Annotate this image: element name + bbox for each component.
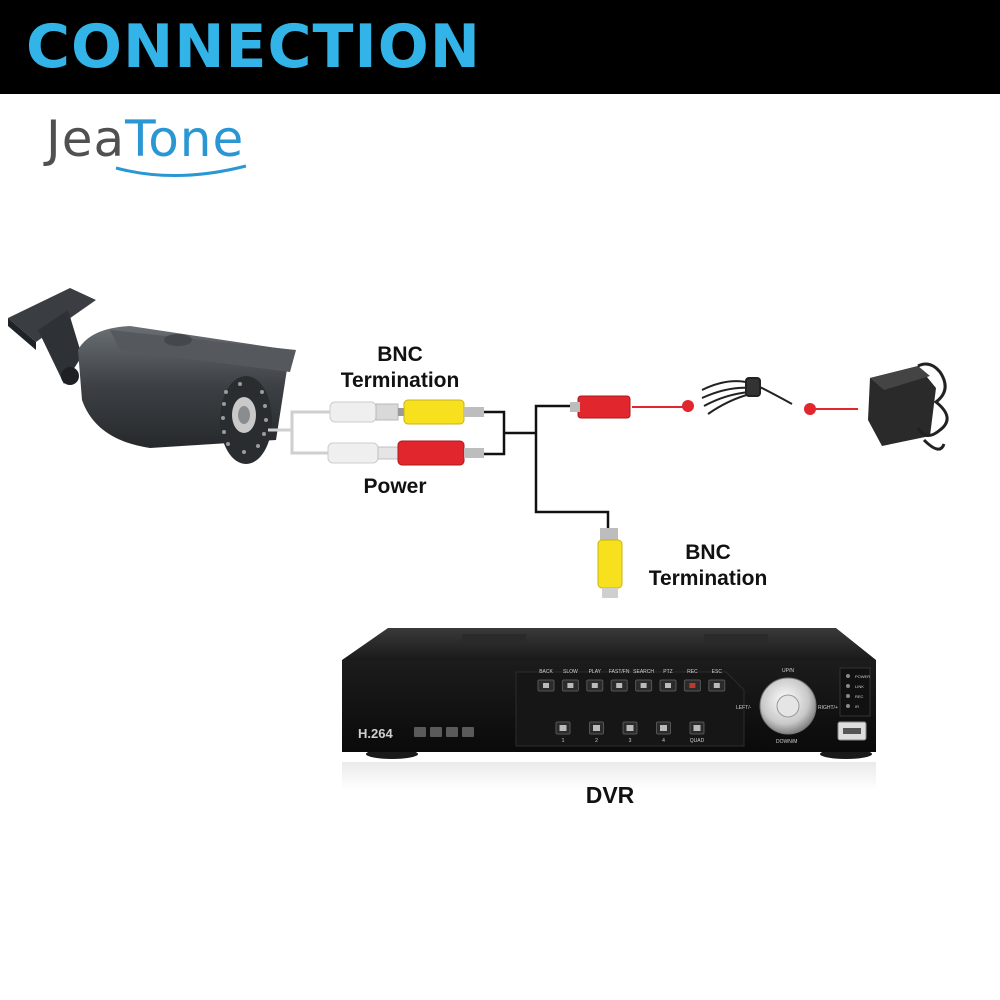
label-power: Power [363, 475, 427, 498]
dvr-button-label: REC [687, 669, 698, 675]
dvr-channel-glyph-icon [693, 725, 701, 731]
dvr-button-glyph-icon [665, 683, 671, 688]
dvr-channel-label: QUAD [690, 738, 705, 744]
dvr-side-leds: POWER LINK REC IR [846, 674, 870, 709]
dvr-led-label: POWER [855, 674, 870, 679]
dvr-button-label: SEARCH [633, 669, 654, 675]
red-dot-1 [682, 400, 694, 412]
brand-logo: JeaTone [46, 110, 296, 180]
dvr-button-label: ESC [712, 669, 723, 675]
logo-swoosh-icon [115, 164, 247, 177]
jog-right: RIGHT/+ [818, 705, 838, 711]
dvr-button-label: FAST/FN [609, 669, 630, 675]
dvr-button-label: PTZ [663, 669, 672, 675]
dvr-led-icon [846, 704, 850, 708]
dvr-brand: H.264 [358, 726, 393, 741]
dvr-button-glyph-icon [616, 683, 623, 688]
dvr-channel-glyph-icon [626, 725, 634, 731]
jog-left: LEFT/- [736, 705, 752, 711]
jog-up: UP/N [782, 668, 794, 674]
dvr-led-icon [846, 684, 850, 688]
dvr-button-label: SLOW [563, 669, 578, 675]
dvr-channel-label: 4 [662, 738, 665, 744]
logo-part2: Tone [125, 110, 245, 168]
dvr-button-label: BACK [539, 669, 553, 675]
page-title: CONNECTION [26, 12, 481, 82]
jog-down: DOWN/M [776, 739, 797, 745]
dvr-button-label: PLAY [589, 669, 602, 675]
dvr-button-glyph-icon [689, 683, 696, 688]
logo-part1: Jea [46, 110, 126, 168]
logo-text: JeaTone [46, 110, 244, 168]
dvr-button-glyph-icon [543, 683, 549, 688]
bnc-connector-dvr [597, 528, 623, 598]
dvr-led-label: IR [855, 704, 859, 709]
camera-wires [268, 410, 332, 455]
dvr-led-label: REC [855, 694, 864, 699]
dvr-channel-glyph-icon [660, 725, 667, 731]
dvr-channel-glyph-icon [593, 725, 600, 731]
label-bnc-top-line1: BNC [377, 343, 423, 366]
dvr-channel-glyph-icon [559, 725, 567, 731]
dvr-button-glyph-icon [591, 683, 598, 688]
dvr-channel-label: 2 [595, 738, 598, 744]
main-cable [484, 404, 610, 530]
dvr-channel-label: 1 [562, 738, 565, 744]
red-dot-2 [804, 403, 816, 415]
dvr-channel-buttons: 1 2 3 4 QUAD [555, 721, 705, 744]
power-plug-red [570, 395, 631, 419]
label-bnc-termination-bottom: BNC Termination [628, 540, 788, 592]
dvr-button-glyph-icon [567, 683, 574, 688]
splitter-cable-icon [701, 377, 793, 415]
dvr-button-glyph-icon [640, 683, 647, 688]
dvr-small-icons [414, 727, 474, 737]
power-adapter-icon [868, 362, 949, 451]
dvr-led-icon [846, 694, 850, 698]
bnc-connector-camera [329, 399, 484, 425]
label-bnc-bottom-line2: Termination [648, 567, 768, 590]
dvr-led-icon [846, 674, 850, 678]
label-bnc-top-line2: Termination [340, 369, 460, 392]
header-bar: CONNECTION [0, 0, 1000, 94]
power-connector-camera [327, 440, 484, 466]
label-dvr: DVR [585, 782, 635, 808]
label-bnc-termination-top: BNC Termination [320, 342, 480, 394]
dvr-led-label: LINK [855, 684, 864, 689]
dvr-button-glyph-icon [713, 683, 720, 688]
camera-icon [8, 288, 296, 464]
label-bnc-bottom-line1: BNC [685, 541, 731, 564]
dvr-channel-label: 3 [629, 738, 632, 744]
